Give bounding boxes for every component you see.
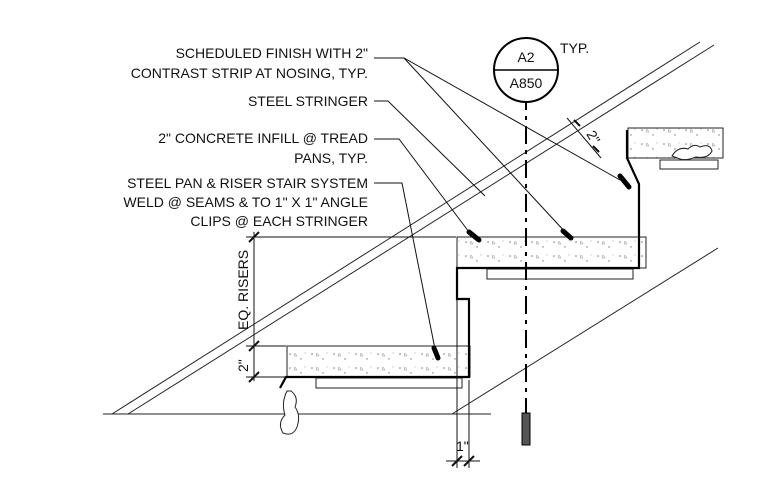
- note-pan-line2: WELD @ SEAMS & TO 1" X 1" ANGLE: [123, 194, 368, 210]
- note-finish-line1: SCHEDULED FINISH WITH 2": [176, 45, 368, 61]
- clip-1in-label: 1": [456, 438, 469, 454]
- note-pan-line1: STEEL PAN & RISER STAIR SYSTEM: [127, 175, 368, 191]
- note-pan-line3: CLIPS @ EACH STRINGER: [190, 213, 368, 229]
- break-mark-bottom: [279, 390, 300, 435]
- section-tag-sheet: A850: [510, 75, 543, 91]
- middle-tread: [456, 236, 647, 280]
- section-tag-detail: A2: [517, 49, 534, 65]
- section-tag: A2 A850 TYP.: [493, 37, 589, 103]
- dimension-strip-2in: [566, 117, 602, 159]
- leader-lines: [374, 57, 621, 355]
- notes: SCHEDULED FINISH WITH 2" CONTRAST STRIP …: [123, 45, 368, 229]
- note-stringer: STEEL STRINGER: [248, 93, 368, 109]
- dimension-eq-risers: [246, 231, 456, 383]
- note-infill-line2: PANS, TYP.: [294, 150, 368, 166]
- note-infill-line1: 2" CONCRETE INFILL @ TREAD: [158, 130, 368, 146]
- break-mark-top: [671, 144, 713, 161]
- section-tag-note: TYP.: [560, 40, 589, 56]
- dimension-clip-1in: [446, 300, 480, 468]
- eq-risers-label: EQ. RISERS: [235, 250, 251, 330]
- note-finish-line2: CONTRAST STRIP AT NOSING, TYP.: [131, 65, 368, 81]
- centerline: [521, 92, 531, 446]
- strip-2in-label: 2": [583, 128, 603, 147]
- lower-tread: [286, 345, 471, 389]
- upper-tread: [627, 127, 724, 170]
- thickness-2in-label: 2": [235, 359, 251, 372]
- steel-pan-riser-profile: [279, 130, 641, 389]
